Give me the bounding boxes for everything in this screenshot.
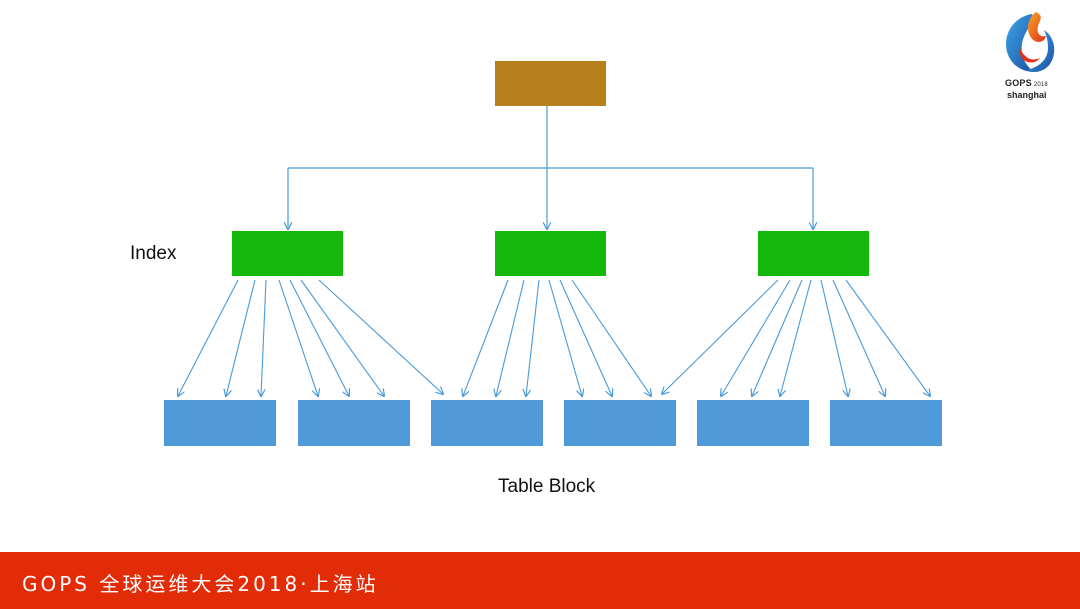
tree-diagram: [164, 61, 942, 446]
table-block-6: [830, 400, 942, 446]
index-node-middle: [495, 231, 606, 276]
index-node-right: [758, 231, 869, 276]
footer-bar: GOPS 全球运维大会2018·上海站: [0, 552, 1080, 609]
index-node-left: [232, 231, 343, 276]
logo-year: 2018: [1033, 82, 1048, 88]
footer-text: GOPS 全球运维大会2018·上海站: [22, 572, 379, 596]
index-label: Index: [130, 243, 177, 264]
table-block-2: [298, 400, 410, 446]
gops-logo-icon: [1006, 12, 1055, 72]
table-block-5: [697, 400, 809, 446]
logo-brand: GOPS: [1005, 78, 1032, 88]
table-block-3: [431, 400, 543, 446]
table-block-1: [164, 400, 276, 446]
logo-city: shanghai: [1007, 90, 1047, 100]
table-block-label: Table Block: [498, 476, 596, 497]
root-connectors: [288, 106, 813, 229]
index-to-block-arrows: [178, 279, 930, 396]
root-node: [495, 61, 606, 106]
table-block-4: [564, 400, 676, 446]
